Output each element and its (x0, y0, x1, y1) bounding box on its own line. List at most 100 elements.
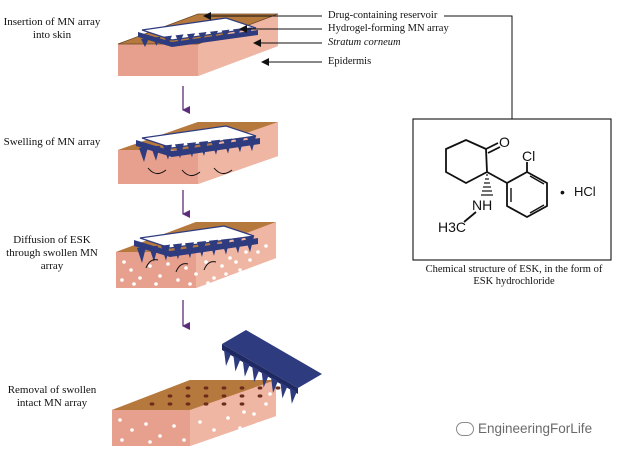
diffusion-curve (203, 261, 217, 271)
carbonyl-bond (487, 146, 501, 154)
mn-array-removed (222, 330, 322, 404)
microneedle (161, 244, 170, 261)
drug-particle (158, 434, 162, 438)
microneedle (209, 239, 218, 256)
drug-particle (248, 258, 252, 262)
methyl-bond (463, 211, 477, 223)
swelling-curve (181, 169, 201, 176)
connector-line (444, 15, 513, 119)
watermark: EngineeringForLife (456, 421, 593, 437)
wechat-icon (456, 422, 474, 437)
swelling-curve (147, 167, 167, 174)
microneedle (185, 242, 194, 259)
microneedle (149, 245, 158, 262)
drug-particle (242, 410, 246, 414)
chemical-structure-box (412, 118, 612, 261)
microneedle (197, 241, 206, 257)
drug-particle (122, 260, 126, 264)
drug-particle (238, 426, 242, 430)
stage-label-swelling: Swelling of MN array (3, 136, 101, 148)
drug-particle (194, 272, 198, 276)
microneedle (242, 360, 250, 377)
stage-label-diffusion: Diffusion of ESK through swollen MN arra… (6, 234, 98, 272)
drug-particle (234, 260, 238, 264)
drug-particle (206, 281, 210, 285)
drug-particle (252, 412, 256, 416)
drug-particle (172, 424, 176, 428)
drug-particle (132, 282, 136, 286)
drug-particle (130, 428, 134, 432)
microneedle-hole (257, 394, 263, 398)
callout-hydrogel: Hydrogel-forming MN array (328, 23, 449, 34)
microneedle-hole (221, 394, 227, 398)
microneedle (175, 34, 184, 44)
drug-particle (198, 420, 202, 424)
microneedle-hole (203, 402, 209, 406)
drug-particle (144, 422, 148, 426)
stage-label-insertion: Insertion of MN array into skin (3, 16, 101, 41)
esk-structure (445, 139, 548, 223)
microneedle-hole (185, 386, 191, 390)
microneedle (221, 238, 230, 255)
drug-particle (188, 282, 192, 286)
microneedle-hole (203, 386, 209, 390)
microneedle (223, 138, 232, 154)
callout-reservoir: Drug-containing reservoir (328, 10, 438, 21)
drug-particle (166, 262, 170, 266)
microneedle-hole (185, 394, 191, 398)
microneedle (187, 33, 195, 43)
microneedle (271, 377, 278, 393)
microneedle (211, 139, 220, 155)
microneedle-hole (167, 394, 173, 398)
drug-particle (226, 416, 230, 420)
callout-epidermis: Epidermis (328, 56, 372, 67)
atom-hcl: HCl (574, 184, 596, 199)
microneedle-hole (221, 386, 227, 390)
skin-block-stage-4 (112, 380, 281, 446)
swelling-curve (213, 167, 233, 174)
microneedle-hole (275, 386, 281, 390)
diffusion-curve (175, 263, 189, 273)
microneedle (280, 382, 288, 399)
microneedle (235, 137, 244, 153)
microneedle (224, 350, 231, 366)
microneedle (289, 387, 297, 404)
microneedle-hole (221, 402, 227, 406)
drug-particle (182, 438, 186, 442)
microneedle (163, 144, 172, 160)
microneedle (139, 147, 148, 162)
drug-particle (220, 264, 224, 268)
atom-methyl: H3C (438, 219, 467, 235)
watermark-text: EngineeringForLife (478, 421, 593, 436)
microneedle (164, 35, 172, 45)
carbonyl-bond (485, 142, 499, 150)
mn-array-stage-1 (138, 17, 258, 47)
microneedle (198, 32, 207, 41)
drug-particle (212, 428, 216, 432)
microneedle (152, 36, 161, 46)
drug-particle (264, 402, 268, 406)
microneedle (261, 371, 269, 388)
salt-dot: • (560, 184, 565, 200)
stage-label-removal: Removal of swollen intact MN array (7, 384, 97, 409)
microneedle (252, 366, 260, 383)
drug-particle (154, 282, 158, 286)
atom-chlorine: Cl (522, 148, 536, 164)
microneedle (233, 237, 242, 254)
drug-particle (264, 244, 268, 248)
drug-particle (138, 276, 142, 280)
drug-particle (158, 274, 162, 278)
drug-particle (238, 268, 242, 272)
callout-stratum: Stratum corneum (328, 37, 401, 48)
drug-particle (204, 260, 208, 264)
chemical-caption: Chemical structure of ESK, in the form o… (425, 264, 603, 287)
microneedle (173, 243, 182, 260)
microneedle (245, 236, 254, 253)
microneedle-hole (185, 402, 191, 406)
microneedle-hole (239, 402, 245, 406)
microneedle (141, 38, 149, 47)
microneedle (137, 247, 146, 263)
microneedle (199, 141, 208, 156)
drug-particle (244, 250, 248, 254)
